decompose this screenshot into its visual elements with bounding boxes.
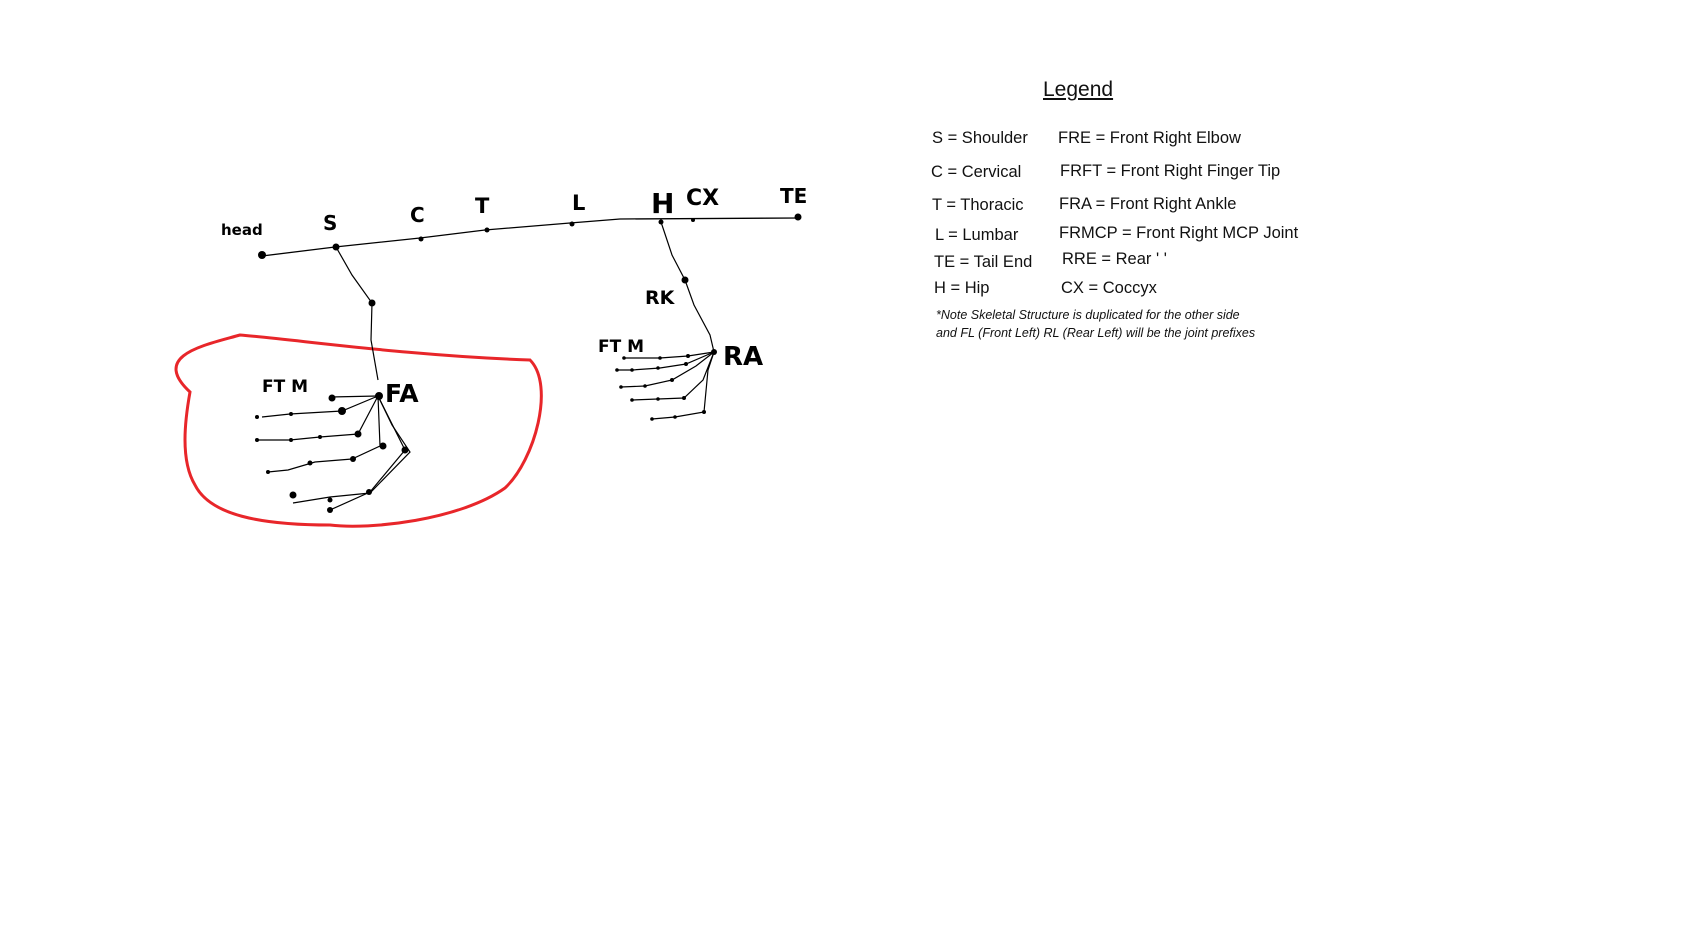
front-elbow-joint <box>368 299 376 307</box>
lumbar-joint <box>569 221 575 227</box>
legend-item-cervical: C = Cervical <box>931 163 1022 181</box>
thoracic-joint <box>484 227 490 233</box>
front-ankle-joint <box>375 392 383 400</box>
legend-item-coccyx: CX = Coccyx <box>1061 279 1157 297</box>
legend-item-rre: RRE = Rear ' ' <box>1062 250 1167 268</box>
rear-knee-label: RK <box>645 287 676 309</box>
legend-note: *Note Skeletal Structure is duplicated f… <box>936 306 1255 342</box>
thoracic-label: T <box>475 194 490 218</box>
front-ankle-label: FA <box>385 379 419 408</box>
coccyx-label: CX <box>686 186 719 211</box>
tail-end-label: TE <box>780 184 807 208</box>
legend-item-fre: FRE = Front Right Elbow <box>1058 129 1241 147</box>
rear-knee-joint <box>681 276 689 284</box>
legend-item-frft: FRFT = Front Right Finger Tip <box>1060 162 1281 180</box>
rear-ankle-joint <box>711 349 717 355</box>
hip-label: H <box>651 187 674 220</box>
cervical-label: C <box>410 203 425 227</box>
legend-item-tail-end: TE = Tail End <box>934 253 1033 271</box>
front-fingertip-label: FT M <box>262 377 308 397</box>
legend-note-line-1: *Note Skeletal Structure is duplicated f… <box>936 308 1240 322</box>
head-joint <box>258 251 266 259</box>
legend-item-frmcp: FRMCP = Front Right MCP Joint <box>1059 224 1299 242</box>
spine-line <box>261 217 801 257</box>
front-leg-joints <box>255 299 409 513</box>
rear-leg-joints <box>615 276 717 421</box>
front-leg-highlight <box>174 333 543 528</box>
spine-joints <box>258 213 802 259</box>
legend-item-thoracic: T = Thoracic <box>932 196 1024 214</box>
spine <box>261 217 801 257</box>
rear-fingertip-label: FT M <box>598 337 644 357</box>
legend-item-lumbar: L = Lumbar <box>935 226 1019 244</box>
legend-item-fra: FRA = Front Right Ankle <box>1059 195 1237 213</box>
shoulder-label: S <box>323 211 337 235</box>
rear-ankle-label: RA <box>723 342 763 372</box>
legend-title: Legend <box>1043 78 1114 101</box>
rear-leg <box>617 221 715 420</box>
legend-note-line-2: and FL (Front Left) RL (Rear Left) will … <box>936 326 1256 340</box>
legend-item-hip: H = Hip <box>934 279 990 297</box>
legend-item-shoulder: S = Shoulder <box>932 129 1028 147</box>
cervical-joint <box>418 236 424 242</box>
tail-end-joint <box>794 213 802 221</box>
coccyx-joint <box>691 218 695 222</box>
head-label: head <box>221 221 263 239</box>
lumbar-label: L <box>572 191 585 215</box>
